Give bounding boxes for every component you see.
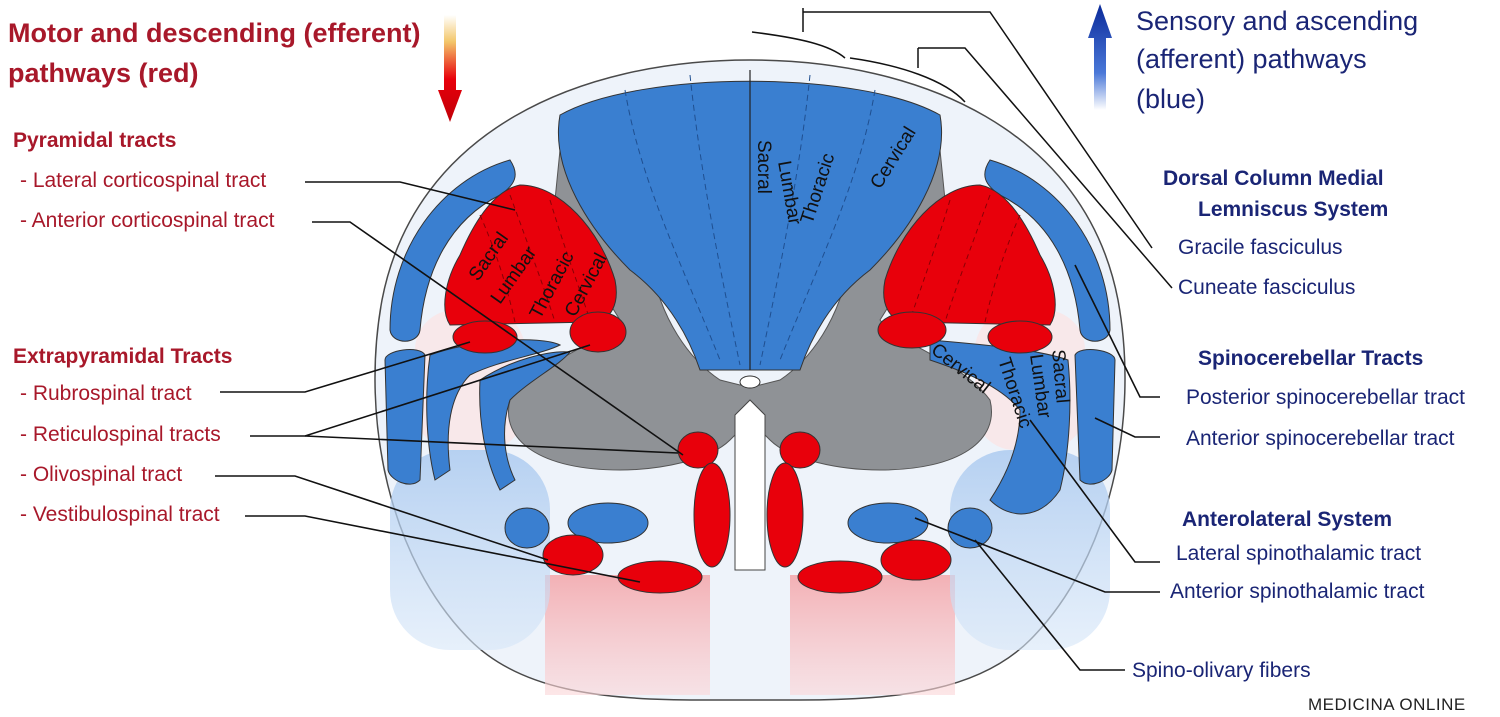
spino-olivary-left: [504, 507, 550, 549]
olivospinal-label: - Olivospinal tract: [20, 463, 183, 486]
olivospinal-right: [880, 539, 952, 581]
dcml-heading-1: Dorsal Column Medial: [1163, 167, 1384, 190]
vestibulospinal-left: [617, 560, 703, 594]
extrapyramidal-heading: Extrapyramidal Tracts: [13, 345, 233, 368]
right-sacral: Sacral: [1047, 349, 1073, 404]
sensory-title-line2: (afferent) pathways: [1136, 44, 1367, 74]
rubrospinal-label: - Rubrospinal tract: [20, 382, 192, 405]
dorsal-brackets: [751, 8, 1173, 289]
anterior-corticospinal-right: [766, 462, 804, 568]
pyramidal-heading: Pyramidal tracts: [13, 129, 177, 152]
motor-title-line2: pathways (red): [8, 58, 199, 88]
ascending-arrow-icon: [1088, 4, 1112, 110]
anterior-median-fissure: [734, 399, 766, 571]
lateral-corticospinal-label: - Lateral corticospinal tract: [20, 169, 267, 192]
spino-olivary-label: Spino-olivary fibers: [1132, 659, 1311, 682]
spinocerebellar-heading: Spinocerebellar Tracts: [1198, 347, 1424, 370]
lateral-spinothalamic-label: Lateral spinothalamic tract: [1176, 542, 1422, 565]
sensory-title-line1: Sensory and ascending: [1136, 6, 1419, 36]
lateral-cst-dividers: [479, 194, 1021, 323]
vestibulospinal-label: - Vestibulospinal tract: [20, 503, 220, 526]
posterior-spinocerebellar-label: Posterior spinocerebellar tract: [1186, 386, 1465, 409]
reticulospinal-label: - Reticulospinal tracts: [20, 423, 221, 446]
reticulospinal-right: [779, 431, 821, 469]
motor-title-line1: Motor and descending (efferent): [8, 18, 421, 48]
leader-lines: [215, 181, 1160, 671]
rubrospinal-left-2: [569, 311, 627, 353]
spino-olivary-right: [947, 507, 993, 549]
anterior-corticospinal-label: - Anterior corticospinal tract: [20, 209, 275, 232]
central-canal: [739, 375, 761, 389]
rubrospinal-right: [877, 311, 947, 349]
vestibulospinal-right: [797, 560, 883, 594]
descending-arrow-icon: [438, 15, 462, 122]
lateral-spinothalamic-right: [847, 502, 929, 544]
anterolateral-heading: Anterolateral System: [1182, 508, 1393, 531]
reticulospinal-left: [677, 431, 719, 469]
rubrospinal-left: [452, 320, 518, 354]
dcml-heading-2: Lemniscus System: [1198, 198, 1389, 221]
anterior-spinocerebellar-label: Anterior spinocerebellar tract: [1186, 427, 1455, 450]
spinothalamic-left: [567, 502, 649, 544]
lateral-blue-bands-left: [384, 339, 571, 491]
lateral-blue-bands-right: [929, 339, 1116, 515]
gracile-fasciculus-label: Gracile fasciculus: [1178, 236, 1343, 259]
sensory-title-line3: (blue): [1136, 84, 1206, 114]
cuneate-fasciculus-label: Cuneate fasciculus: [1178, 276, 1356, 299]
watermark-logo: MEDICINA ONLINE: [1308, 695, 1466, 714]
anterior-corticospinal-left: [693, 462, 731, 568]
rubrospinal-right-2: [987, 320, 1053, 354]
anterior-spinothalamic-label: Anterior spinothalamic tract: [1170, 580, 1425, 603]
olivospinal-left: [542, 534, 604, 576]
dorsal-sacral: Sacral: [753, 140, 774, 194]
